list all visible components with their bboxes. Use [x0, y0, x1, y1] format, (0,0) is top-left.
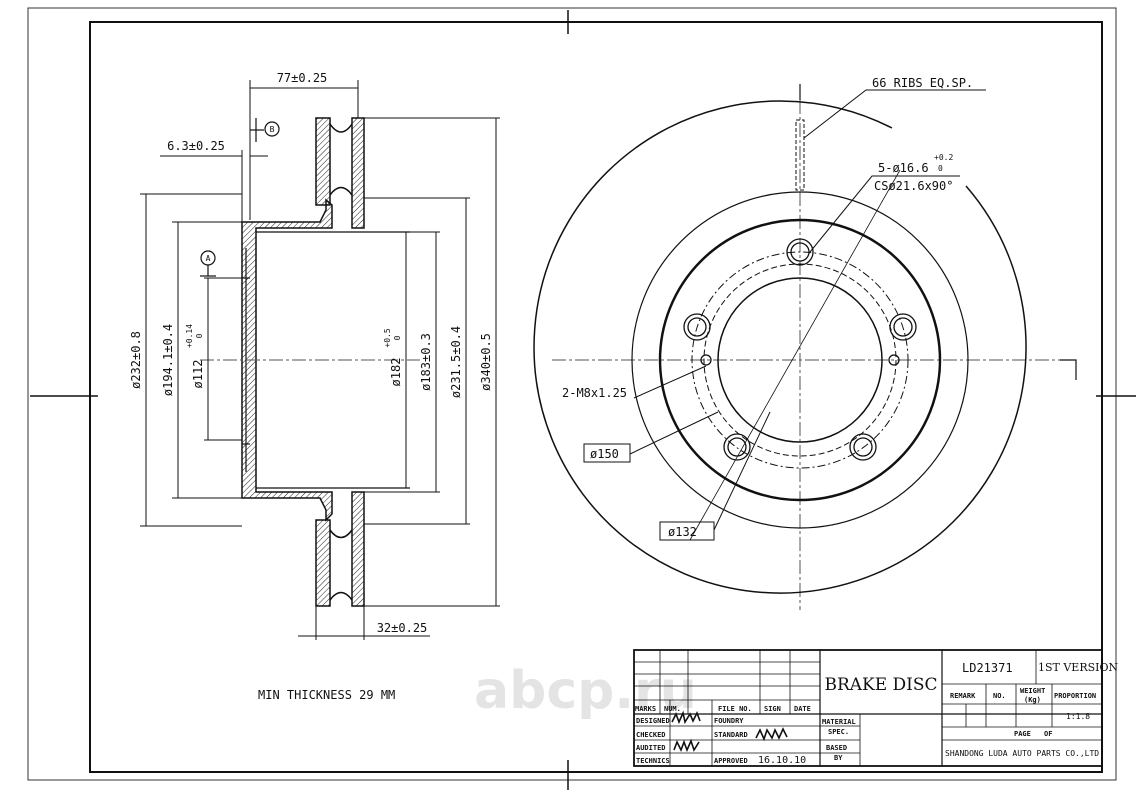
datum-a-label: A [206, 254, 211, 263]
tb-file: FILE NO. [718, 705, 752, 713]
thread-holes [700, 354, 900, 366]
min-thickness-note: MIN THICKNESS 29 MM [258, 688, 395, 702]
dim-d182: ø182 [389, 358, 403, 387]
dim-d112-tol-bot: 0 [195, 333, 204, 338]
tb-remark: REMARK [950, 692, 976, 700]
outer-border [27, 7, 1117, 781]
dim-thickness: 32±0.25 [377, 621, 428, 635]
tb-based: BASED [826, 744, 847, 752]
tb-no: NO. [993, 692, 1006, 700]
tb-material: MATERIAL [822, 718, 856, 726]
dim-d340: ø340±0.5 [479, 333, 493, 391]
tb-of: OF [1044, 730, 1052, 738]
dim-holes-tol-top: +0.2 [934, 153, 953, 162]
center-marks [30, 10, 1136, 790]
dim-d194: ø194.1±0.4 [161, 324, 175, 396]
rotor-upper-section [315, 117, 331, 206]
dim-d232: ø232±0.8 [129, 331, 143, 389]
dim-ribs: 66 RIBS EQ.SP. [872, 76, 973, 90]
tb-designed: DESIGNED [636, 717, 670, 725]
bore-inner [703, 263, 897, 457]
dim-d132: ø132 [668, 525, 697, 539]
section-view: B A 77±0.25 6.3±0.25 32±0.25 ø232±0.8 ø1… [129, 71, 500, 702]
dim-d183: ø183±0.3 [419, 333, 433, 391]
rotor-lower-outer [351, 491, 365, 607]
dim-d150: ø150 [590, 447, 619, 461]
dim-holes: 5-ø16.6 [878, 161, 929, 175]
dim-thread: 2-M8x1.25 [562, 386, 627, 400]
title-block-text: MARKS NUM. FILE NO. SIGN DATE DESIGNED C… [635, 661, 1119, 766]
tb-standard: STANDARD [714, 731, 748, 739]
inner-border [89, 21, 1103, 773]
tb-date: DATE [794, 705, 811, 713]
tb-scale: 1:1.8 [1066, 712, 1090, 721]
tb-by: BY [834, 754, 843, 762]
center-bore [717, 277, 883, 443]
hat-section [241, 198, 333, 522]
dim-d112-tol-top: +0.14 [185, 324, 194, 348]
tb-page: PAGE [1014, 730, 1031, 738]
tb-approved: APPROVED [714, 757, 748, 765]
tb-technics: TECHNICS [636, 757, 670, 765]
disc-ring [631, 191, 969, 529]
tb-foundry: FOUNDRY [714, 717, 744, 725]
tb-checked: CHECKED [636, 731, 666, 739]
tb-part-name: BRAKE DISC [824, 675, 937, 695]
rib-slot [795, 119, 805, 191]
rotor-upper-outer [351, 117, 365, 229]
tb-spec: SPEC. [828, 728, 849, 736]
dim-top-width: 77±0.25 [277, 71, 328, 85]
tb-proportion: PROPORTION [1054, 692, 1096, 700]
datum-a: A [200, 250, 216, 277]
bolt-holes [683, 238, 917, 461]
hat-outer [658, 218, 942, 502]
datum-b-label: B [270, 125, 275, 134]
signatures [671, 710, 788, 753]
datum-b: B [250, 118, 280, 142]
dim-d112: ø112 [191, 360, 205, 389]
tb-version: 1ST VERSION [1038, 661, 1119, 674]
disc-outer [533, 100, 1027, 594]
dim-holes-tol-bot: 0 [938, 164, 943, 173]
bolt-circle [691, 251, 909, 469]
dim-d231: ø231.5±0.4 [449, 326, 463, 398]
rotor-upper-rib [329, 123, 353, 196]
tb-marks: MARKS [635, 705, 656, 713]
tb-weight: WEIGHT [1020, 687, 1045, 695]
dim-countersink: CSø21.6x90° [874, 179, 953, 193]
front-view [533, 84, 1077, 610]
dim-d182-tol-top: +0.5 [383, 328, 392, 347]
dim-d182-tol-bot: 0 [393, 335, 402, 340]
rotor-lower-section [315, 519, 331, 607]
tb-part-no: LD21371 [962, 661, 1013, 675]
tb-sign: SIGN [764, 705, 781, 713]
dim-flange: 6.3±0.25 [167, 139, 225, 153]
tb-audited: AUDITED [636, 744, 666, 752]
tb-approved-date: 16.10.10 [758, 755, 806, 766]
tb-weight-unit: (Kg) [1024, 696, 1041, 704]
rotor-lower-rib [329, 529, 353, 601]
title-block [633, 649, 1103, 767]
tb-num: NUM. [664, 705, 681, 713]
tb-company: SHANDONG LUDA AUTO PARTS CO.,LTD. [945, 749, 1104, 758]
